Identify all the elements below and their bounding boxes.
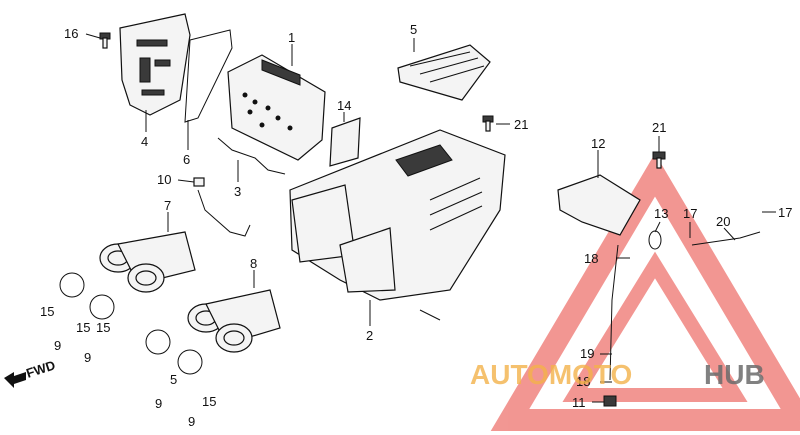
callout-8: 8 (250, 256, 257, 271)
part-4-cover-plate (119, 13, 191, 116)
part-7-breather-hose (197, 189, 251, 237)
part-20-hose (691, 231, 761, 246)
callout-18a: 18 (584, 251, 598, 266)
watermark-hub: HUB (704, 359, 765, 390)
callout-20: 20 (716, 214, 730, 229)
part-16-bolt (99, 32, 111, 49)
callout-15d: 15 (202, 394, 216, 409)
callout-7: 7 (164, 198, 171, 213)
callout-18b: 18 (576, 374, 590, 389)
callout-10: 10 (157, 172, 171, 187)
callout-16: 16 (64, 26, 78, 41)
callout-1: 1 (288, 30, 295, 45)
watermark-triangle-outer (490, 153, 800, 431)
part-5-cover (397, 44, 491, 101)
part-21-bolt-a (482, 115, 494, 132)
callout-9c: 9 (155, 396, 162, 411)
callout-4: 4 (141, 134, 148, 149)
callout-2: 2 (366, 328, 373, 343)
callout-9d: 9 (188, 414, 195, 429)
callout-15a: 15 (40, 304, 54, 319)
fwd-label: FWD (24, 357, 57, 380)
callout-13: 13 (654, 206, 668, 221)
watermark-triangle-inner (562, 251, 748, 402)
part-6-gasket (184, 29, 233, 123)
part-7-intake-rubbers (99, 231, 196, 293)
callout-6: 6 (183, 152, 190, 167)
callout-9b: 9 (84, 350, 91, 365)
part-9-clamps (59, 272, 203, 375)
callout-19: 19 (580, 346, 594, 361)
callout-17b: 17 (778, 205, 792, 220)
callout-12: 12 (591, 136, 605, 151)
callout-11: 11 (572, 395, 586, 410)
leader-lines (85, 33, 776, 403)
callout-5b: 5 (170, 372, 177, 387)
part-13-clamp (648, 230, 662, 250)
fwd-direction-arrow: FWD (4, 357, 57, 388)
part-11-plug (603, 395, 617, 407)
part-1-air-filter (227, 54, 326, 161)
part-19-drain-tube (609, 244, 619, 381)
callout-15b: 15 (76, 320, 90, 335)
part-2-air-box (289, 129, 506, 321)
callout-5: 5 (410, 22, 417, 37)
callout-labels: 16 1 4 5 6 14 3 10 7 8 2 21 21 12 13 17 … (40, 22, 792, 429)
callout-15c: 15 (96, 320, 110, 335)
part-10-fitting (193, 177, 205, 187)
part-3-clip (217, 137, 286, 175)
callout-9a: 9 (54, 338, 61, 353)
part-8-intake-rubbers (187, 289, 281, 353)
watermark-text: AUTOMOTO HUB (470, 359, 765, 390)
part-12-breather-case (557, 174, 641, 236)
callout-17a: 17 (683, 206, 697, 221)
part-14-label-plate (329, 117, 361, 167)
callout-21a: 21 (514, 117, 528, 132)
callout-3: 3 (234, 184, 241, 199)
callout-21b: 21 (652, 120, 666, 135)
watermark-logo (490, 153, 800, 431)
callout-14: 14 (337, 98, 351, 113)
watermark-auto: AUTOMOTO (470, 359, 632, 390)
